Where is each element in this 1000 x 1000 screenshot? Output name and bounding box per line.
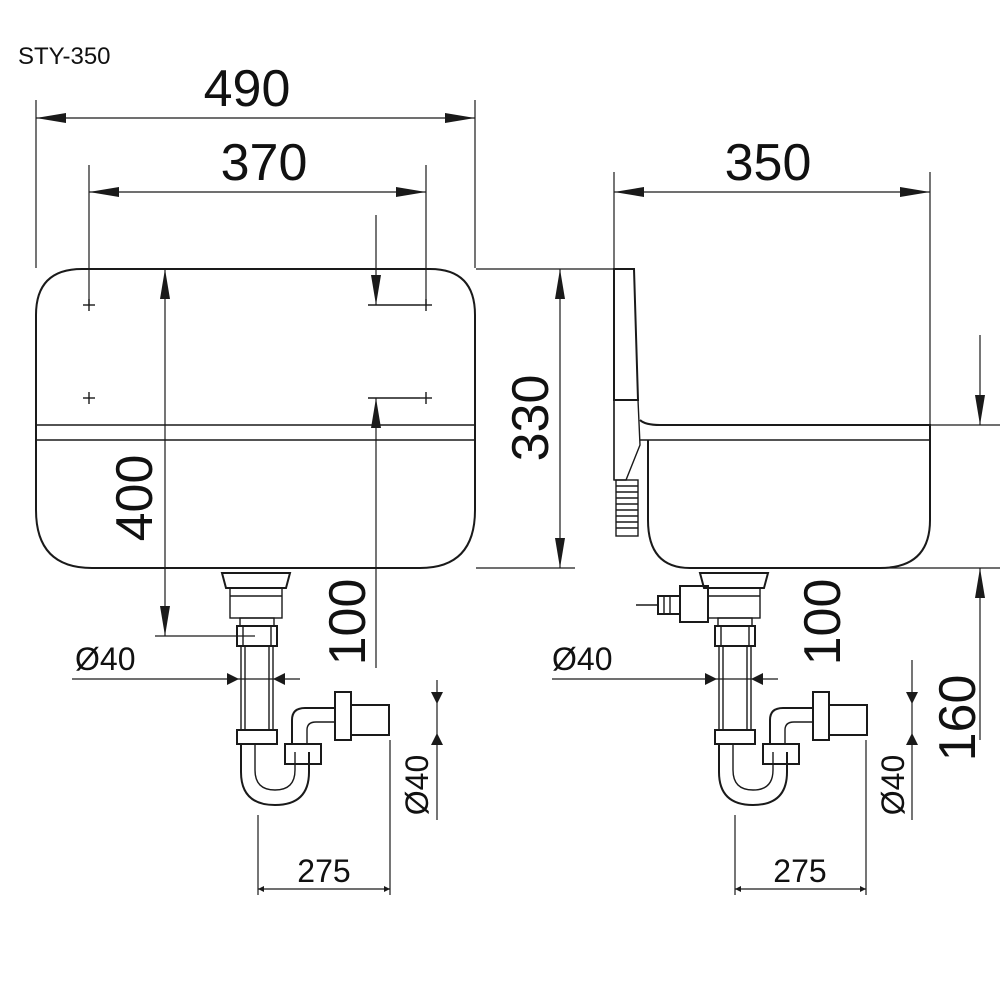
dim-400: 400 — [106, 455, 164, 542]
dim-trap-dia-side: Ø40 — [875, 755, 911, 815]
side-view: 350 160 100 — [552, 134, 1000, 895]
side-waste-fitting — [636, 572, 868, 807]
model-label: STY-350 — [18, 43, 111, 70]
side-tank-outline — [639, 419, 931, 569]
front-mounting-holes — [83, 299, 432, 404]
dim-pipe-dia-side: Ø40 — [552, 641, 612, 677]
dim-370: 370 — [221, 134, 308, 192]
dim-490: 490 — [204, 60, 291, 118]
dim-100-side: 100 — [794, 579, 852, 666]
side-float-spring — [615, 479, 639, 537]
side-wall-bracket — [613, 268, 640, 401]
dim-350: 350 — [725, 134, 812, 192]
front-view: 490 370 330 400 100 Ø40 — [35, 60, 575, 895]
front-tank-outline — [35, 268, 476, 569]
dim-275-side: 275 — [773, 853, 826, 889]
dim-trap-dia-front: Ø40 — [399, 755, 435, 815]
dim-275-front: 275 — [297, 853, 350, 889]
dim-100-front: 100 — [319, 579, 377, 666]
front-waste-fitting — [220, 572, 390, 807]
dim-160: 160 — [929, 675, 987, 762]
dim-pipe-dia-front: Ø40 — [75, 641, 135, 677]
dim-330: 330 — [502, 375, 560, 462]
